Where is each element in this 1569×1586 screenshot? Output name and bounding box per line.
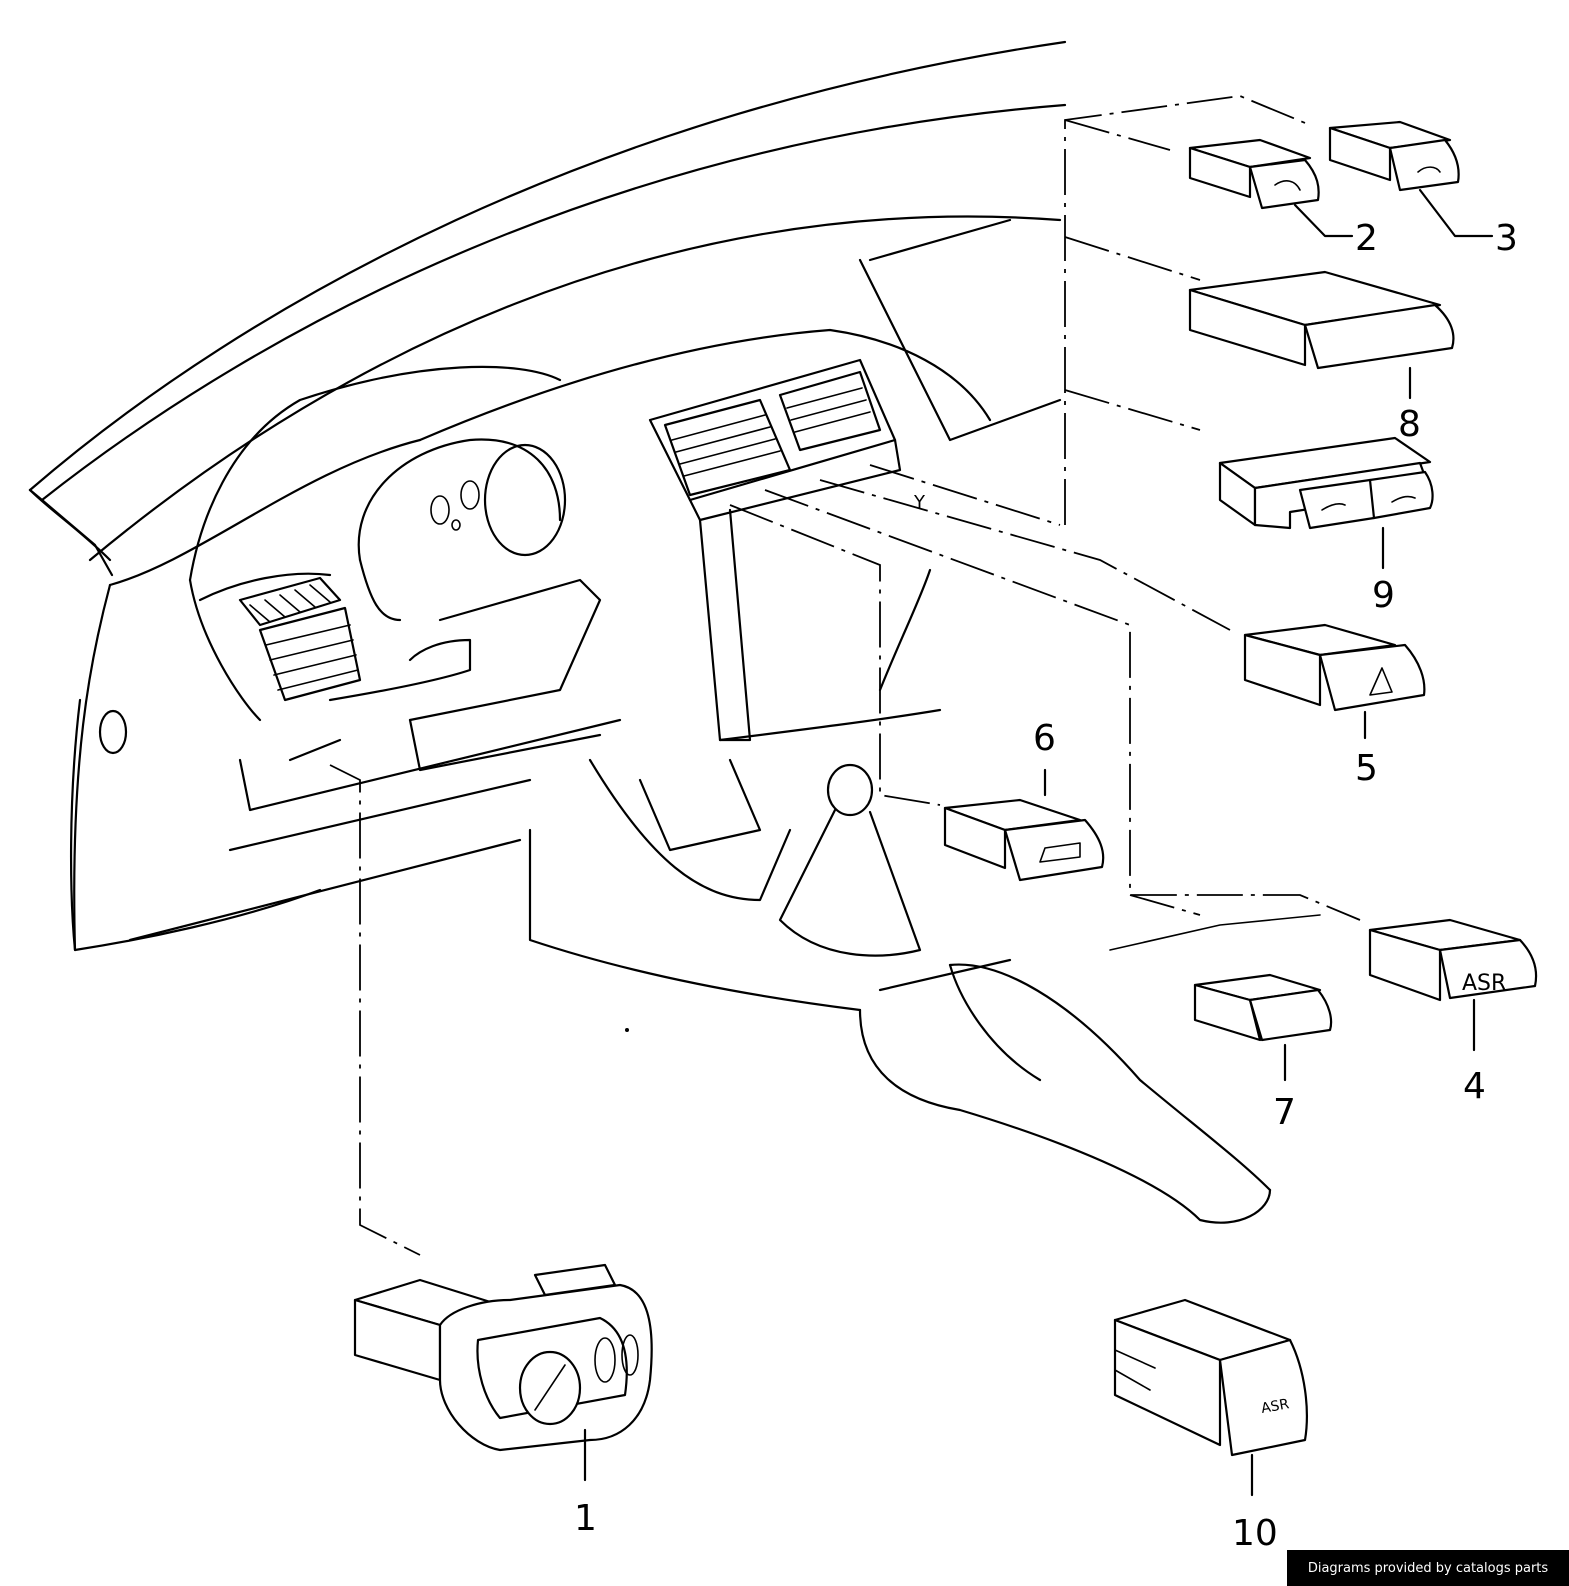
callout-4: 4: [1463, 1066, 1486, 1107]
callout-5: 5: [1355, 748, 1378, 789]
credit-banner: Diagrams provided by catalogs parts: [1287, 1550, 1569, 1586]
part-4-switch: ASR: [1368, 918, 1538, 1002]
callout-8: 8: [1398, 404, 1421, 445]
part-4-legend: ASR: [1462, 971, 1506, 996]
part-3-switch: [1328, 120, 1460, 192]
part-6-switch: [943, 798, 1105, 882]
callout-3: 3: [1495, 218, 1518, 259]
callout-6: 6: [1033, 718, 1056, 759]
part-9-switch: [1218, 436, 1434, 530]
part-5-switch: [1243, 623, 1426, 712]
callout-7: 7: [1273, 1092, 1296, 1133]
part-2-switch: [1188, 138, 1320, 210]
part-1-light-switch: [353, 1263, 653, 1452]
part-8-switch: [1188, 270, 1455, 370]
callout-1: 1: [574, 1498, 597, 1539]
leader-lines: [329, 95, 1361, 1256]
callout-10: 10: [1232, 1513, 1278, 1554]
callout-2: 2: [1355, 218, 1378, 259]
callout-9: 9: [1372, 575, 1395, 616]
dashboard-outline: Y: [28, 40, 1272, 1224]
part-10-asr-switch: ASR: [1113, 1298, 1308, 1457]
part-7-blank-cover: [1109, 914, 1333, 1042]
part-10-legend: ASR: [1260, 1396, 1291, 1417]
